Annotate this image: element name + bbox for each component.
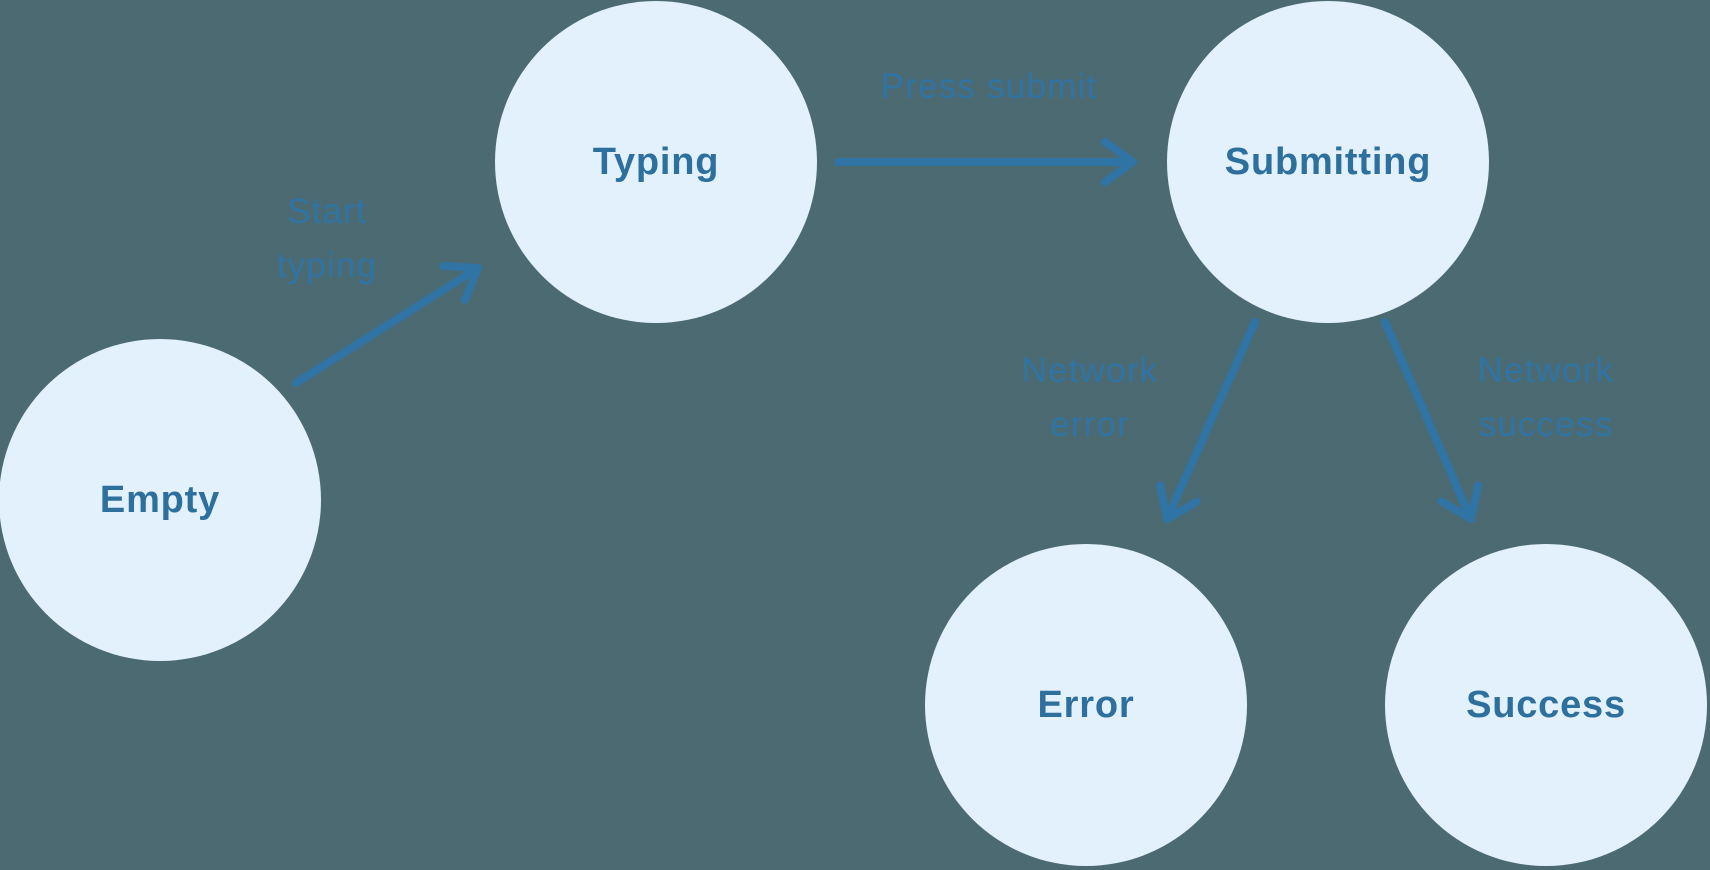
edge-label-press-submit: Press submit [880, 67, 1098, 106]
state-node-typing-label: Typing [592, 140, 720, 183]
state-node-empty-label: Empty [99, 478, 221, 521]
state-node-error[interactable]: Error [925, 544, 1247, 866]
state-node-submitting-label: Submitting [1224, 140, 1432, 183]
edge-label-network-success: Network success [1477, 351, 1615, 445]
edge-label-start-typing: Start typing [276, 192, 378, 286]
state-node-error-label: Error [1037, 683, 1135, 726]
edge-label-network-error: Network error [1021, 351, 1159, 445]
state-node-success[interactable]: Success [1385, 544, 1707, 866]
edge-arrow-submitting-to-error [1156, 318, 1259, 523]
state-node-submitting[interactable]: Submitting [1167, 1, 1489, 323]
state-node-success-label: Success [1466, 683, 1626, 726]
state-node-empty[interactable]: Empty [0, 339, 321, 661]
state-node-typing[interactable]: Typing [495, 1, 817, 323]
